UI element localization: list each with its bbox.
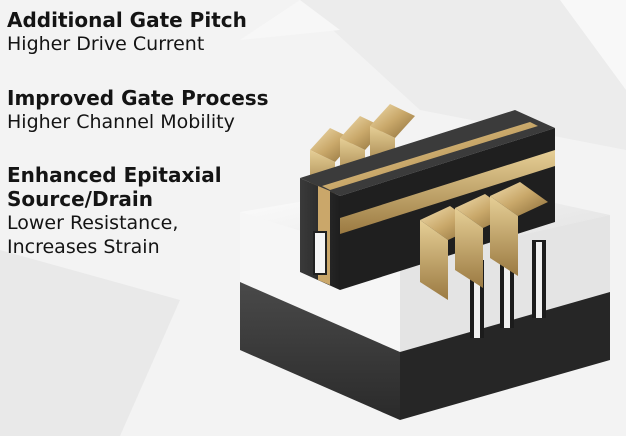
gate-gold-side (340, 150, 555, 234)
feature-block-gate-pitch: Additional Gate Pitch Higher Drive Curre… (7, 8, 247, 56)
feature-subtitle: Higher Drive Current (7, 33, 205, 55)
feature-block-epitaxial: Enhanced Epitaxial Source/Drain Lower Re… (7, 163, 267, 259)
feature-subtitle: Higher Channel Mobility (7, 111, 235, 133)
oxide-front (240, 212, 400, 352)
front-fin-3 (490, 182, 548, 318)
substrate-front (240, 280, 400, 420)
feature-subtitle-line: Increases Strain (7, 236, 160, 258)
back-fin (370, 104, 415, 138)
substrate-right (400, 290, 610, 420)
fin-channel (313, 231, 327, 275)
feature-subtitle-line: Lower Resistance, (7, 212, 179, 234)
gate-gold-stripe (322, 122, 538, 190)
feature-title: Additional Gate Pitch (7, 8, 247, 32)
feature-title: Enhanced Epitaxial Source/Drain (7, 163, 222, 211)
feature-block-gate-process: Improved Gate Process Higher Channel Mob… (7, 86, 269, 134)
feature-title: Improved Gate Process (7, 86, 269, 110)
